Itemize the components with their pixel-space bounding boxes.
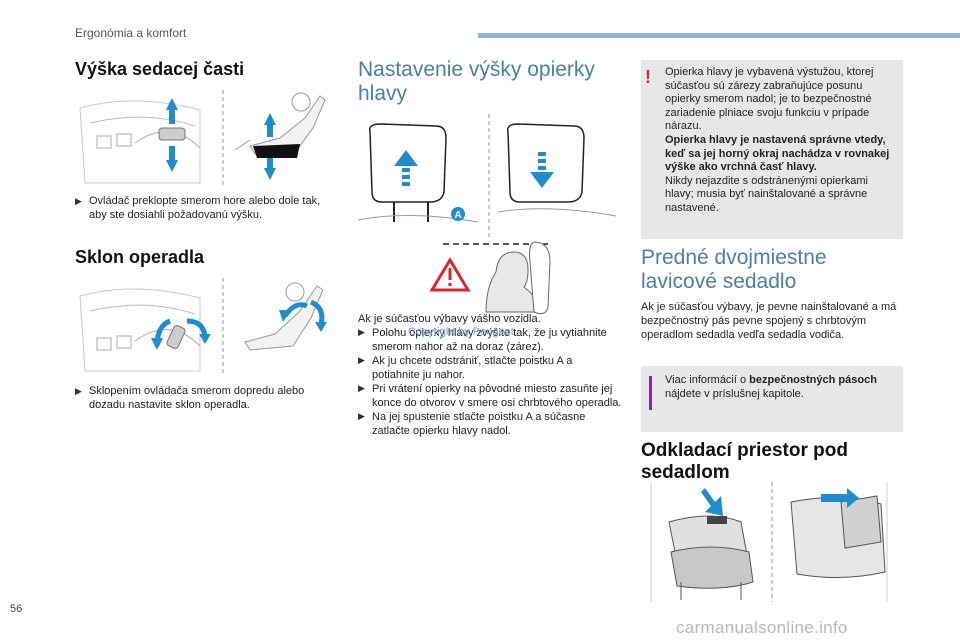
headrest-step: ▶Polohu opierky hlavy zvýšite tak, že ju… [358,327,607,353]
headrest-illustration: A [358,112,620,322]
bullet-marker: ▶ [75,197,82,207]
seat-height-drawing [79,90,326,186]
bullet-marker: ▶ [358,328,365,338]
headrest-title: Nastavenie výšky opierky hlavy [358,58,595,105]
seat-height-bullet: ▶Ovládač preklopte smerom hore alebo dol… [75,195,321,221]
storage-title: Odkladací priestor pod sedadlom [641,440,848,483]
info-text: Viac informácií o bezpečnostných pásoch … [665,374,877,400]
bullet-marker: ▶ [358,356,365,366]
warning-exclamation-icon: ! [645,67,651,87]
site-watermark[interactable]: carmanualsonline.info [676,618,848,637]
section-header: Ergonómia a komfort [75,26,187,40]
headrest-instructions: Ak je súčasťou výbavy vášho vozidla. ▶Po… [358,312,623,438]
warning-box: ! Opierka hlavy je vybavená výstužou, kt… [641,60,903,239]
header-accent-bar [478,33,960,38]
headrest-step: ▶Na jej spustenie stlačte poistku A a sú… [358,411,586,437]
bench-title: Predné dvojmiestne lavicové sedadlo [641,246,827,293]
warning-text: Opierka hlavy je vybavená výstužou, ktor… [665,66,890,214]
headrest-step: ▶Ak ju chcete odstrániť, stlačte poistku… [358,355,573,381]
backrest-title: Sklon operadla [75,247,205,267]
page-number: 56 [10,603,23,615]
storage-illustration [641,482,903,602]
headrest-step: ▶Pri vrátení opierky na pôvodné miesto z… [358,383,622,409]
seat-height-illustration [75,88,335,188]
backrest-drawing [79,278,327,374]
bullet-marker: ▶ [75,387,82,397]
storage-drawing [650,482,888,602]
callout-a-label: A [455,210,462,221]
backrest-illustration [75,276,335,376]
seat-height-title: Výška sedacej časti [75,59,245,79]
headrest-drawing: A [358,114,617,315]
backrest-bullet: ▶Sklopením ovládača smerom dopredu alebo… [75,385,305,411]
info-box: Viac informácií o bezpečnostných pásoch … [641,366,903,432]
bullet-marker: ▶ [358,384,365,394]
bullet-marker: ▶ [358,412,365,422]
headrest-intro: Ak je súčasťou výbavy vášho vozidla. [358,313,541,325]
copyright-overlay: Copyright by Peugeot [408,326,514,338]
bench-text: Ak je súčasťou výbavy, je pevne nainštal… [641,301,897,341]
info-bar-icon [649,376,652,410]
